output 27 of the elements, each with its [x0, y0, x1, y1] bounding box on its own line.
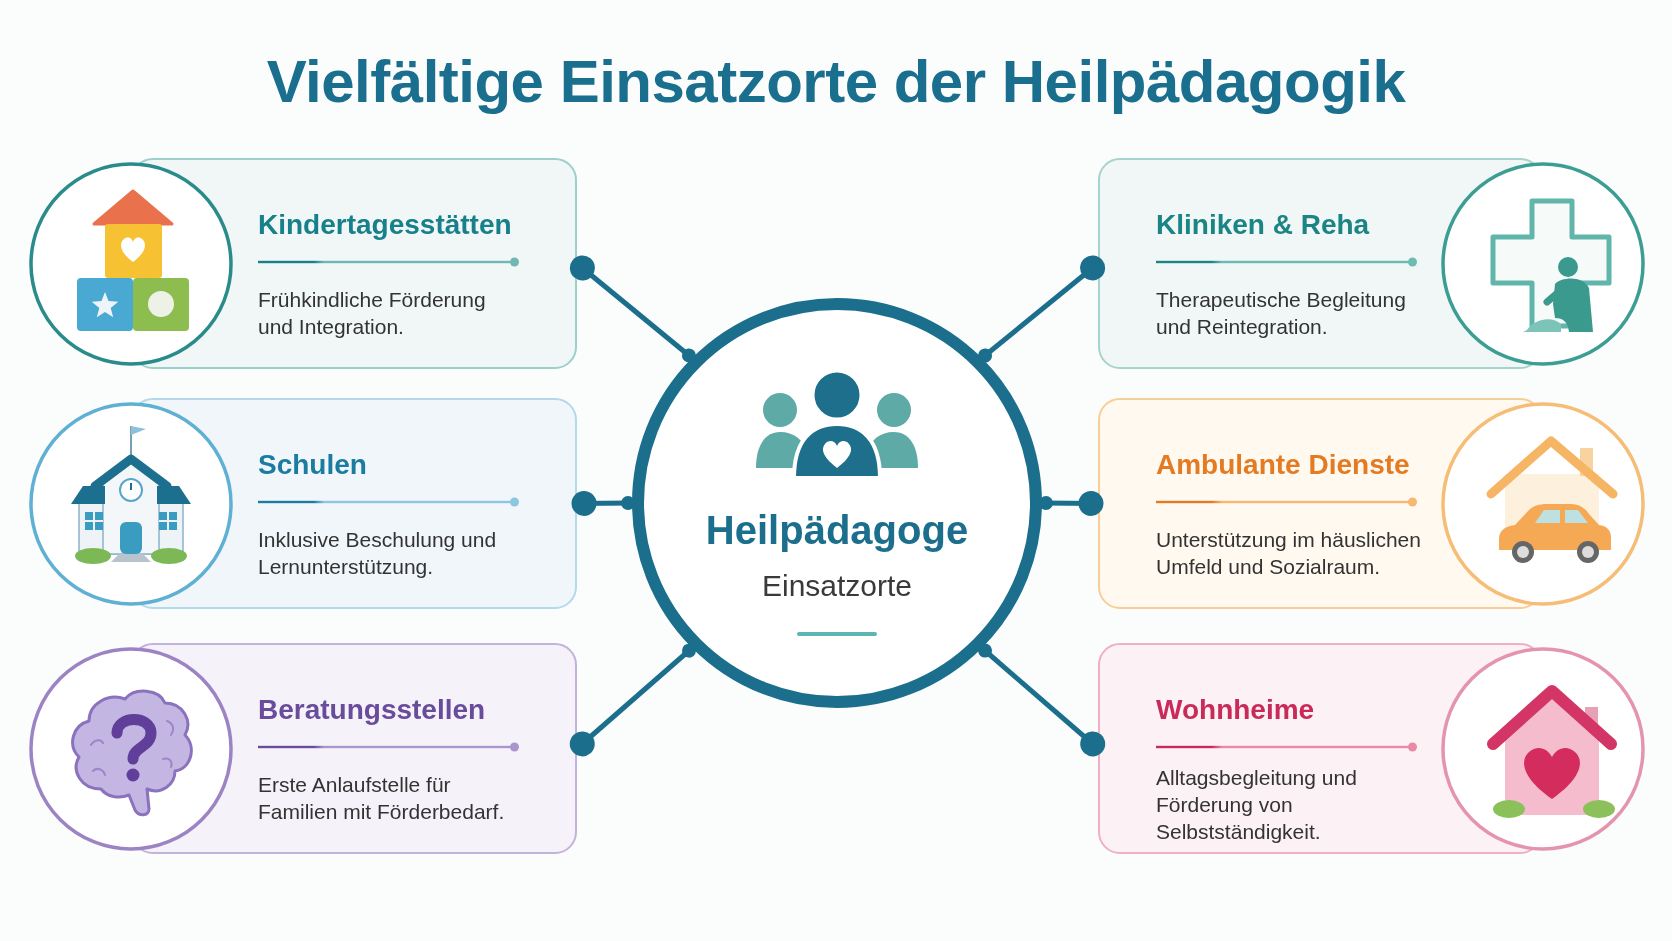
card-description: Erste Anlaufstelle für Familien mit Förderbedarf. [258, 772, 506, 825]
connector-line [978, 255, 1106, 363]
connector-line [1039, 490, 1104, 516]
connector-line [569, 255, 696, 363]
card-description: Alltagsbegleitung und Förderung von Selbstständigkeit. [1156, 765, 1358, 845]
diagram-title: Vielfältige Einsatzorte der Heilpädagogik [266, 47, 1406, 117]
connector-line [978, 643, 1106, 757]
card-title: Beratungsstellen [258, 693, 486, 727]
card-title: Wohnheime [1156, 693, 1315, 727]
card-title: Schulen [258, 448, 367, 482]
location-card [1098, 158, 1645, 369]
hub-title: Heilpädagoge [705, 507, 969, 554]
location-card [29, 643, 577, 854]
location-card [29, 398, 577, 609]
connector-line [569, 643, 696, 757]
hub-subtitle: Einsatzorte [761, 568, 913, 604]
card-title: Kliniken & Reha [1156, 208, 1370, 242]
card-description: Therapeutische Begleitung und Reintegration. [1156, 287, 1407, 340]
connector-line [571, 490, 635, 516]
location-card [1098, 398, 1645, 609]
card-description: Unterstützung im häuslichen Umfeld und Sozialraum. [1156, 527, 1422, 580]
card-description: Frühkindliche Förderung und Integration. [258, 287, 487, 340]
card-title: Kindertagesstätten [258, 208, 512, 242]
card-title: Ambulante Dienste [1156, 448, 1410, 482]
location-card [29, 158, 577, 369]
card-description: Inklusive Beschulung und Lernunterstützung. [258, 527, 498, 580]
location-card [1098, 643, 1645, 854]
